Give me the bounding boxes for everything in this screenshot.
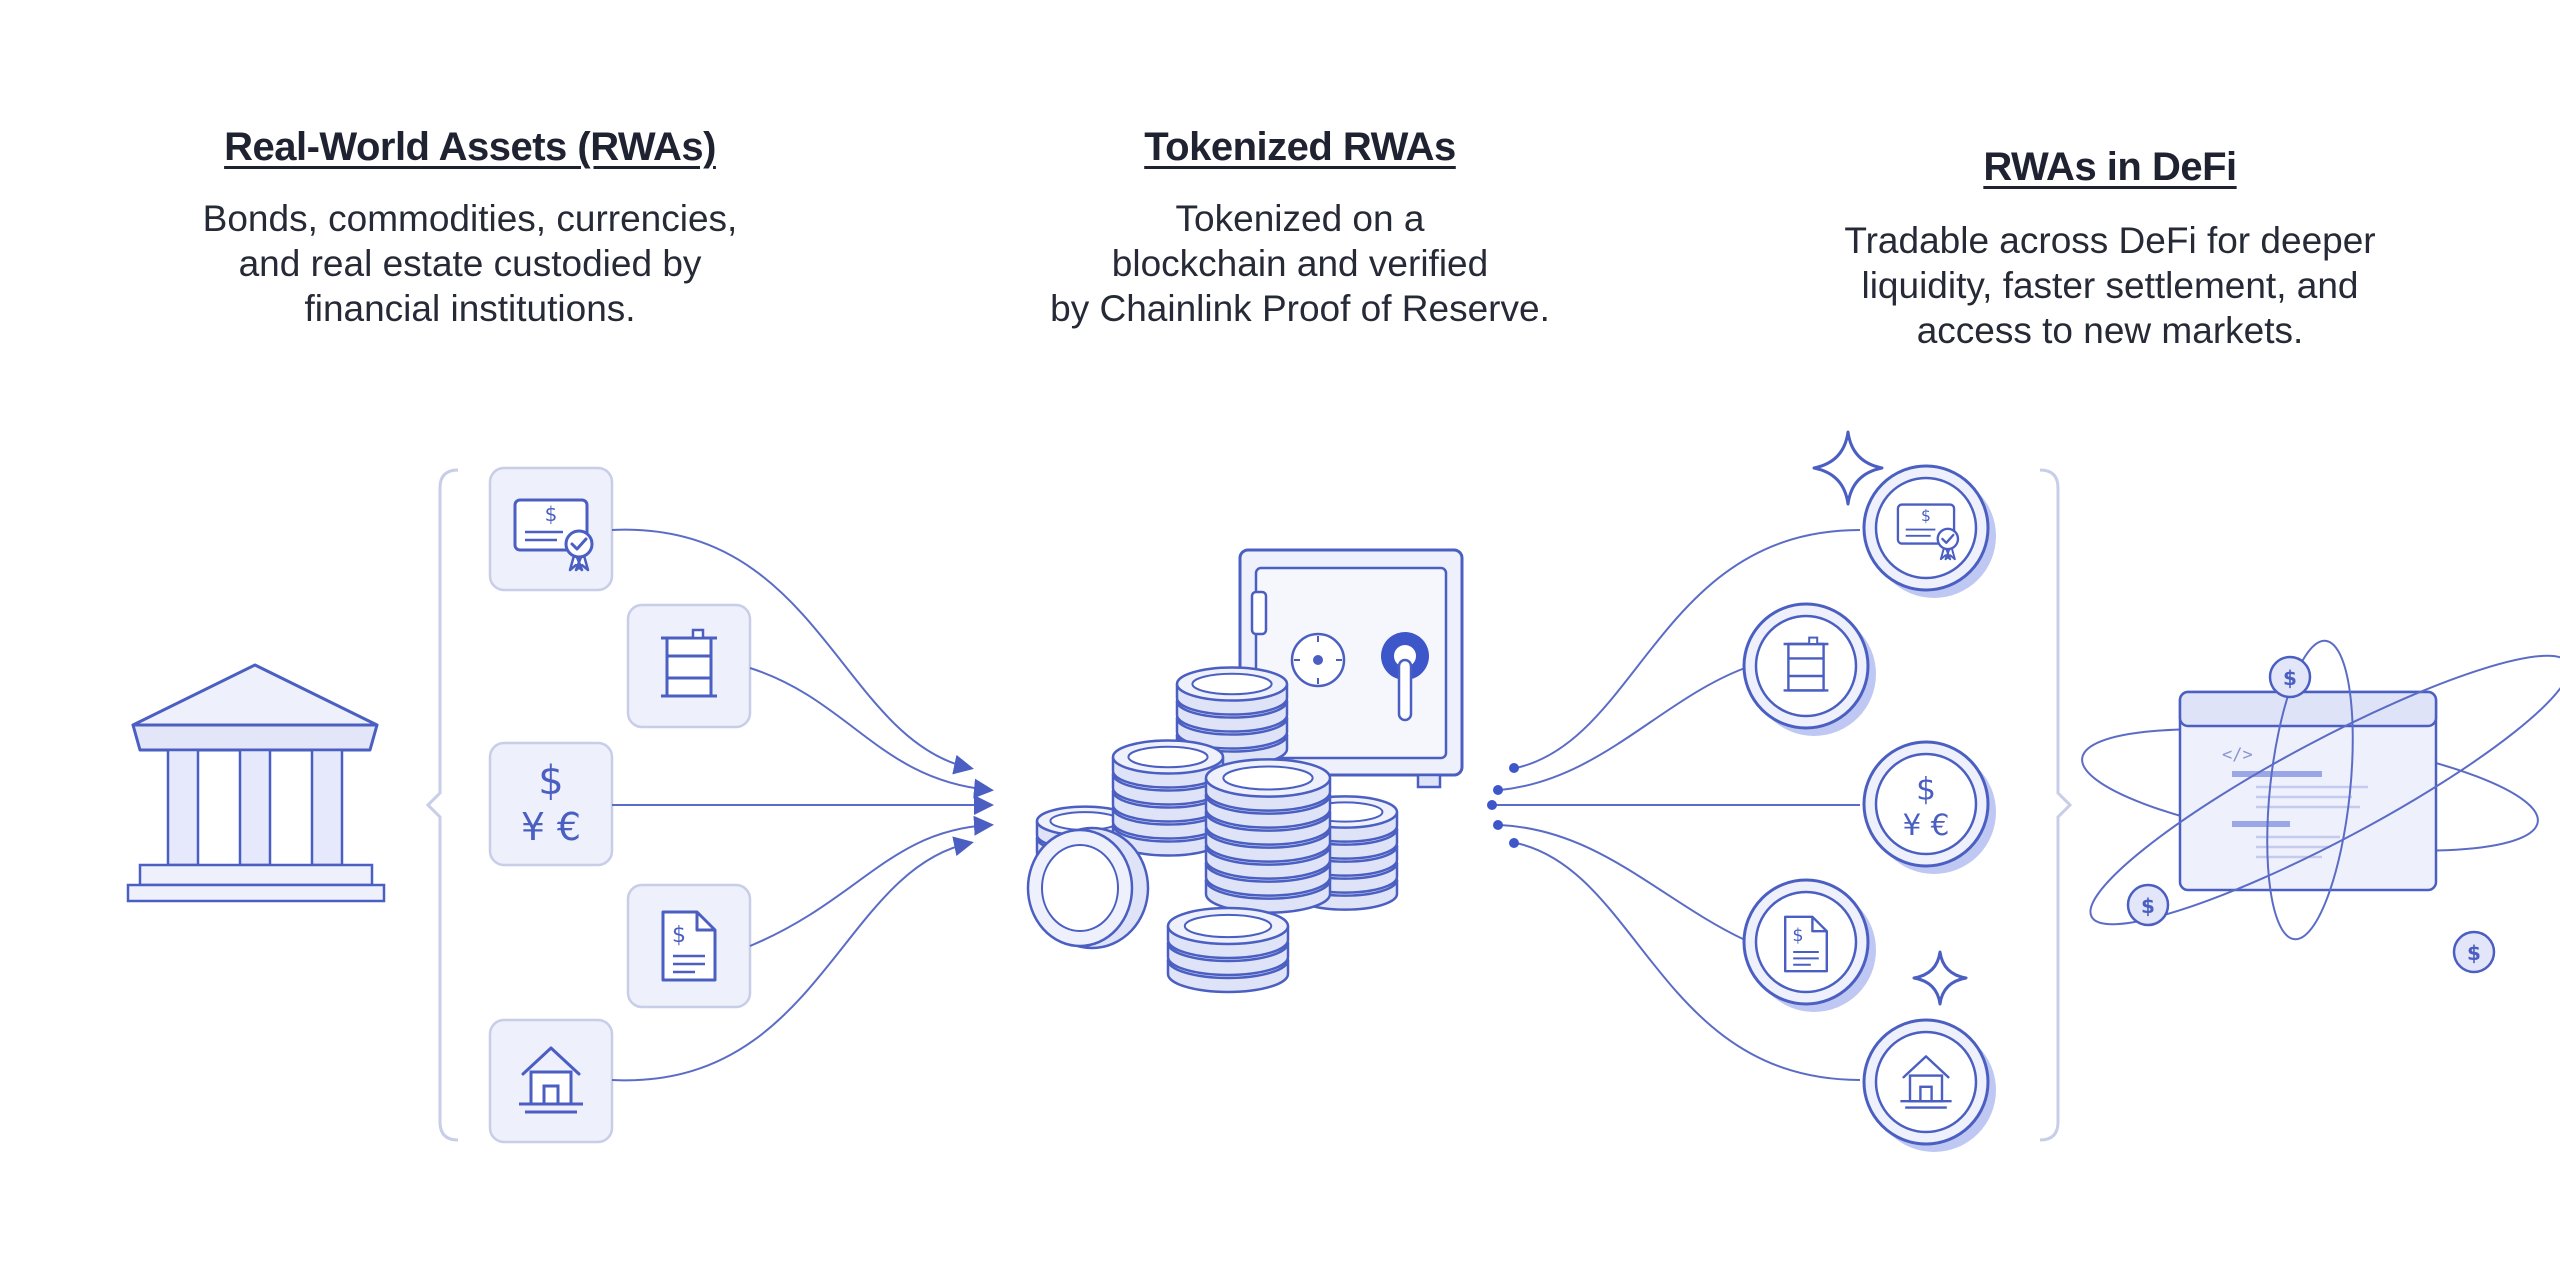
orbit-ring <box>2266 639 2354 941</box>
column-description: Bonds, commodities, currencies, and real… <box>140 196 800 331</box>
token-coin-stacks <box>1026 666 1399 994</box>
dollar-glyph: $ <box>2141 894 2155 918</box>
dollar-glyph: $ <box>2467 941 2481 965</box>
flow-line <box>611 836 974 1082</box>
flow-dot <box>1493 785 1503 795</box>
dollar-token-icon: $ <box>2268 655 2312 699</box>
flow-line <box>1499 667 1746 791</box>
column-description: Tradable across DeFi for deeper liquidit… <box>1780 218 2440 353</box>
description-line: and real estate custodied by <box>238 243 702 284</box>
flow-line <box>1515 842 1861 1081</box>
token-coin <box>1742 602 1876 736</box>
description-line: financial institutions. <box>304 288 636 329</box>
asset-tiles <box>488 466 752 1144</box>
coin-inner <box>1183 913 1273 939</box>
coin-inner <box>1191 672 1273 696</box>
column-title: RWAs in DeFi <box>1983 145 2237 189</box>
left-bracket <box>425 468 459 1142</box>
token-coin <box>1862 1018 1996 1152</box>
flow-dot <box>1509 763 1519 773</box>
flow-line <box>1515 529 1861 769</box>
flow-dot <box>1487 800 1497 810</box>
flow-line <box>749 667 994 799</box>
column-rwas-in-defi: RWAs in DeFi Tradable across DeFi for de… <box>1780 145 2440 353</box>
orbit-ring <box>2089 654 2560 926</box>
flow-line <box>611 528 974 775</box>
document-icon <box>661 910 717 982</box>
dollar-glyph: $ <box>2283 666 2297 690</box>
flow-dot <box>1493 820 1503 830</box>
flow-line <box>1499 824 1746 941</box>
oil-barrel-icon <box>659 628 719 698</box>
token-coin <box>1742 878 1876 1012</box>
sparkle-icon <box>1812 430 1884 506</box>
tokenized-asset-coins <box>1742 464 1996 1152</box>
column-title: Tokenized RWAs <box>1144 125 1456 169</box>
oil-barrel-icon <box>1782 636 1830 692</box>
document-icon <box>1783 915 1829 973</box>
column-description: Tokenized on a blockchain and verified b… <box>970 196 1630 331</box>
right-bracket <box>2039 468 2073 1142</box>
description-line: by Chainlink Proof of Reserve. <box>1050 288 1550 329</box>
flow-dots <box>1487 763 1519 848</box>
description-line: access to new markets. <box>1916 310 2304 351</box>
dollar-token-icon: $ <box>2126 883 2170 927</box>
bank-building-icon <box>126 663 386 903</box>
column-real-world-assets: Real-World Assets (RWAs) Bonds, commodit… <box>140 125 800 331</box>
sparkle-icon <box>1912 950 1968 1006</box>
inbound-flow-lines <box>611 528 994 1082</box>
description-line: Tokenized on a <box>1175 198 1425 239</box>
column-title: Real-World Assets (RWAs) <box>224 125 716 169</box>
defi-app-window: </> $ $ $ <box>2081 639 2560 974</box>
code-icon: </> <box>2222 745 2253 765</box>
description-line: Bonds, commodities, currencies, <box>202 198 738 239</box>
outbound-flow-lines <box>1496 529 1861 1081</box>
coin-inner <box>1127 745 1209 769</box>
description-line: liquidity, faster settlement, and <box>1861 265 2359 306</box>
token-coin <box>1862 740 1996 874</box>
flow-dot <box>1509 838 1519 848</box>
token-coin <box>1862 464 1996 598</box>
dollar-token-icon: $ <box>2452 930 2496 974</box>
vault-icon <box>1238 548 1464 789</box>
standing-coin-inner <box>1041 844 1119 932</box>
description-line: blockchain and verified <box>1111 243 1489 284</box>
coin-inner <box>1222 765 1314 791</box>
flow-line <box>749 815 994 947</box>
description-line: Tradable across DeFi for deeper <box>1844 220 2376 261</box>
column-tokenized-rwas: Tokenized RWAs Tokenized on a blockchain… <box>970 125 1630 331</box>
